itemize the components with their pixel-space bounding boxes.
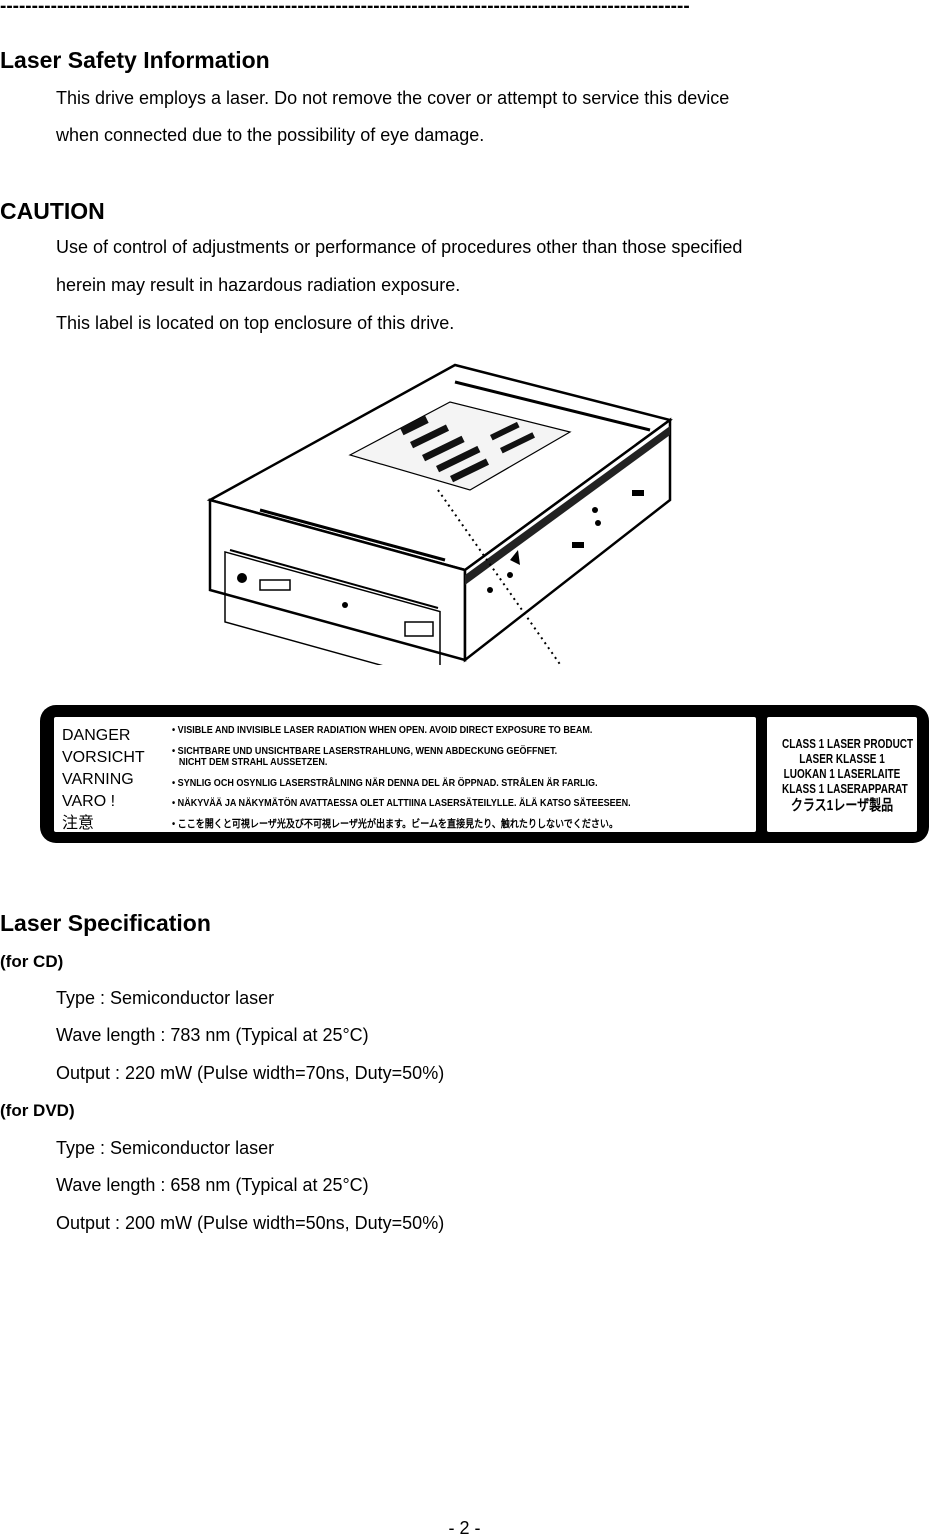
laser-safety-heading: Laser Safety Information xyxy=(0,47,270,73)
dvd-heading: (for DVD) xyxy=(0,1101,75,1120)
cd-type: Type : Semiconductor laser xyxy=(56,988,275,1008)
label-word-varning: VARNING xyxy=(62,771,134,788)
label-line-english: • VISIBLE AND INVISIBLE LASER RADIATION … xyxy=(172,724,593,736)
cd-output: Output : 220 mW (Pulse width=70ns, Duty=… xyxy=(56,1063,445,1083)
label-line-german-1: • SICHTBARE UND UNSICHTBARE LASERSTRAHLU… xyxy=(172,744,558,757)
dvd-type: Type : Semiconductor laser xyxy=(56,1138,275,1158)
label-line-finnish: • NÄKYVÄÄ JA NÄKYMÄTÖN AVATTAESSA OLET A… xyxy=(172,797,631,809)
class-line-5: クラス1レーザ製品 xyxy=(790,797,894,814)
label-line-german-2: NICHT DEM STRAHL AUSSETZEN. xyxy=(178,756,328,768)
class-line-4: KLASS 1 LASERAPPARAT xyxy=(782,782,908,796)
class-line-2: LASER KLASSE 1 xyxy=(799,752,885,766)
drive-illustration xyxy=(200,360,680,701)
label-word-chui: 注意 xyxy=(62,815,95,832)
laser-safety-line-1: This drive employs a laser. Do not remov… xyxy=(56,88,730,108)
caution-heading: CAUTION xyxy=(0,198,105,224)
dvd-wavelength: Wave length : 658 nm (Typical at 25°C) xyxy=(56,1175,369,1195)
label-word-danger: DANGER xyxy=(62,727,131,744)
label-word-vorsicht: VORSICHT xyxy=(62,749,145,766)
class-line-1: CLASS 1 LASER PRODUCT xyxy=(782,737,914,751)
caution-line-3: This label is located on top enclosure o… xyxy=(56,313,455,333)
class-panel: CLASS 1 LASER PRODUCT LASER KLASSE 1 LUO… xyxy=(767,717,917,832)
label-word-varo: VARO ! xyxy=(62,793,116,810)
warning-text-panel: DANGER VORSICHT VARNING VARO ! 注意 • VISI… xyxy=(54,717,756,832)
class-line-3: LUOKAN 1 LASERLAITE xyxy=(783,767,901,781)
laser-warning-label: DANGER VORSICHT VARNING VARO ! 注意 • VISI… xyxy=(40,705,929,843)
cd-heading: (for CD) xyxy=(0,952,64,971)
caution-line-1: Use of control of adjustments or perform… xyxy=(56,237,743,257)
laser-spec-heading: Laser Specification xyxy=(0,910,211,936)
separator-rule: ----------------------------------------… xyxy=(0,0,690,14)
label-line-swedish: • SYNLIG OCH OSYNLIG LASERSTRÅLNING NÄR … xyxy=(172,776,598,789)
page-number: - 2 - xyxy=(448,1518,481,1538)
dvd-output: Output : 200 mW (Pulse width=50ns, Duty=… xyxy=(56,1213,445,1233)
cd-wavelength: Wave length : 783 nm (Typical at 25°C) xyxy=(56,1025,369,1045)
label-line-japanese: • ここを開くと可視レーザ光及び不可視レーザ光が出ます。ビームを直接見たり、触れ… xyxy=(172,817,618,830)
laser-safety-line-2: when connected due to the possibility of… xyxy=(56,125,485,145)
caution-line-2: herein may result in hazardous radiation… xyxy=(56,275,461,295)
